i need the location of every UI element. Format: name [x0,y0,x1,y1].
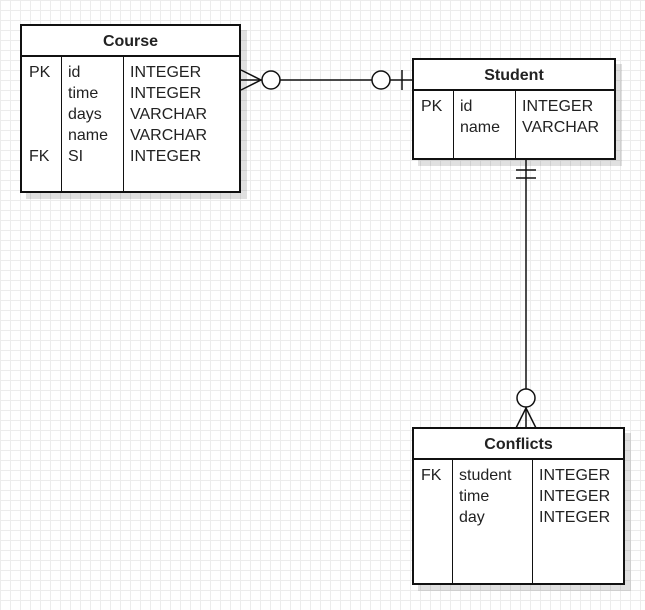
row-name: id [68,64,81,81]
row-name: time [459,488,490,505]
zero-circle [516,388,536,408]
row-type: INTEGER [539,488,611,505]
key-column: PK FK [22,57,61,191]
row-name: time [68,85,99,102]
row-name: name [460,119,501,136]
row-name: name [68,127,109,144]
row-type: INTEGER [539,467,611,484]
entity-conflicts[interactable]: Conflicts FK student time day INTEGER IN… [412,427,625,585]
row-type: INTEGER [130,85,202,102]
crows-foot-prong-top [240,69,262,81]
entity-title: Student [414,60,614,91]
row-key: FK [421,467,442,484]
zero-circle [371,70,391,90]
type-column: INTEGER INTEGER VARCHAR VARCHAR INTEGER [123,57,239,191]
row-key: PK [29,64,51,81]
crows-foot-prong-bottom [240,79,262,91]
entity-student[interactable]: Student PK id name INTEGER VARCHAR [412,58,616,160]
row-name: days [68,106,102,123]
row-type: VARCHAR [522,119,600,136]
entity-course[interactable]: Course PK FK id time days name SI INTEGE… [20,24,241,193]
relationship-student-conflicts[interactable] [515,160,537,429]
type-column: INTEGER VARCHAR [515,91,614,158]
key-column: PK [414,91,453,158]
row-type: INTEGER [539,509,611,526]
relationship-course-student[interactable] [240,69,413,91]
crows-foot-prong-left [515,407,527,429]
row-key: PK [421,98,443,115]
row-key: FK [29,148,50,165]
key-column: FK [414,460,452,583]
row-type: INTEGER [130,64,202,81]
crows-foot-prong-right [525,407,537,429]
row-name: id [460,98,473,115]
row-name: SI [68,148,84,165]
row-type: INTEGER [130,148,202,165]
zero-circle [261,70,281,90]
attribute-column: id time days name SI [61,57,123,191]
row-type: VARCHAR [130,106,208,123]
attribute-column: id name [453,91,515,158]
attribute-column: student time day [452,460,532,583]
entity-title: Course [22,26,239,57]
row-name: student [459,467,512,484]
entity-title: Conflicts [414,429,623,460]
row-type: VARCHAR [130,127,208,144]
row-type: INTEGER [522,98,594,115]
row-name: day [459,509,485,526]
type-column: INTEGER INTEGER INTEGER [532,460,623,583]
